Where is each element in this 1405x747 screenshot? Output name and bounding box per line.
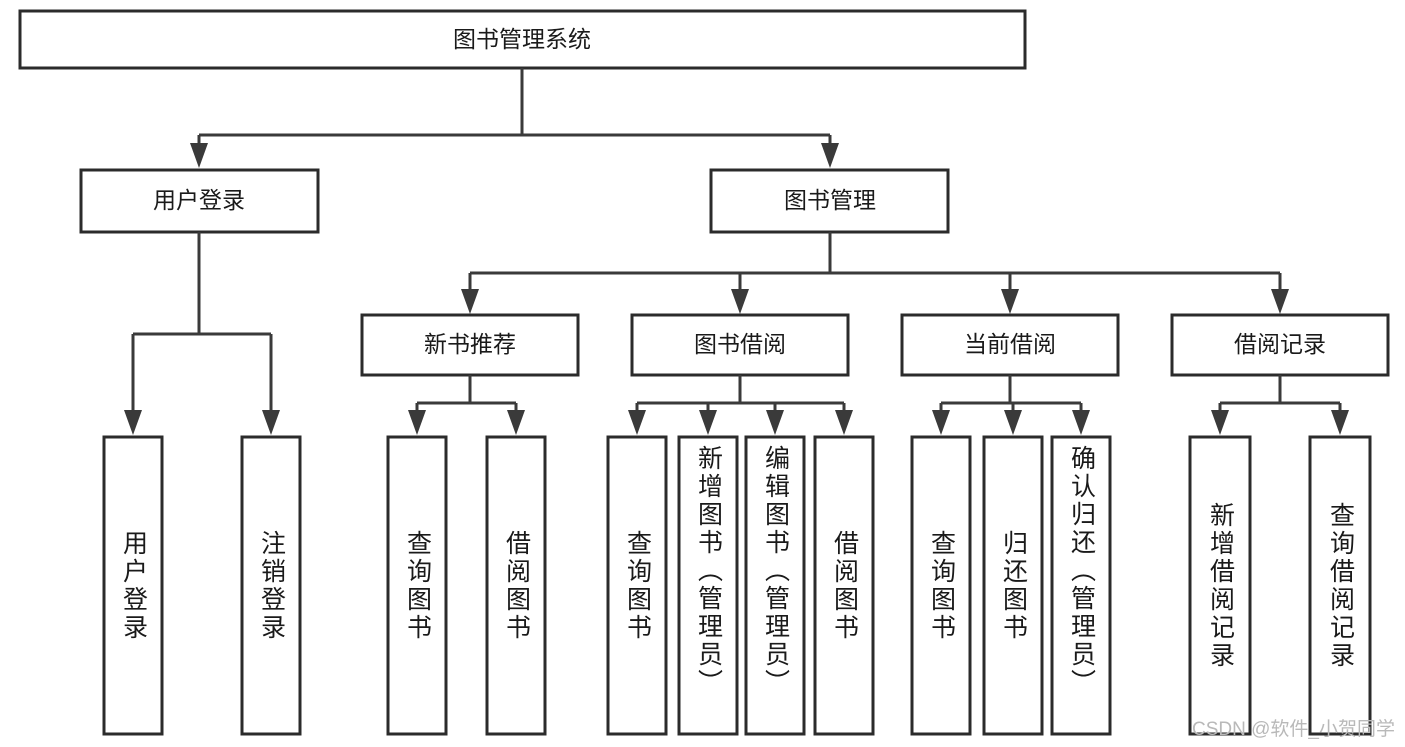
node-new-book-rec[interactable]: 新书推荐 <box>360 313 580 377</box>
arrow-head-leaf-add-book <box>699 410 717 435</box>
node-user-login[interactable]: 用户登录 <box>79 168 320 234</box>
arrow-head-new-book-rec <box>461 289 479 314</box>
node-root[interactable]: 图书管理系统 <box>18 9 1027 70</box>
arrow-head-leaf-query-book-2 <box>628 410 646 435</box>
arrow-head-leaf-query-book-1 <box>408 410 426 435</box>
leaf-box-query-book-2[interactable] <box>606 435 668 736</box>
leaf-box-logout[interactable] <box>240 435 302 736</box>
node-user-login-label: 用户登录 <box>153 187 245 213</box>
node-root-box[interactable] <box>18 9 1027 70</box>
node-borrow-record-box[interactable] <box>1170 313 1390 377</box>
arrow-head-leaf-query-record <box>1331 410 1349 435</box>
node-book-manage-box[interactable] <box>709 168 950 234</box>
arrow-head-book-borrow <box>731 289 749 314</box>
leaf-box-borrow-book-2[interactable] <box>813 435 875 736</box>
leaf-box-confirm-return[interactable] <box>1050 435 1112 736</box>
node-new-book-rec-label: 新书推荐 <box>424 331 516 357</box>
arrow-head-book-manage <box>821 143 839 168</box>
node-current-borrow-box[interactable] <box>900 313 1120 377</box>
node-book-borrow-box[interactable] <box>630 313 850 377</box>
arrow-head-leaf-confirm-return <box>1072 410 1090 435</box>
arrow-head-leaf-borrow-book-1 <box>507 410 525 435</box>
leaf-box-add-record[interactable] <box>1188 435 1252 736</box>
arrow-head-borrow-record <box>1271 289 1289 314</box>
arrow-head-leaf-add-record <box>1211 410 1229 435</box>
node-borrow-record[interactable]: 借阅记录 <box>1170 313 1390 377</box>
node-borrow-record-label: 借阅记录 <box>1234 331 1326 357</box>
node-book-manage-label: 图书管理 <box>784 187 876 213</box>
arrow-head-user-login <box>190 143 208 168</box>
watermark-credit: CSDN @软件_小贺同学 <box>1192 719 1395 740</box>
leaf-box-borrow-book-1[interactable] <box>485 435 547 736</box>
arrow-head-leaf-return-book <box>1004 410 1022 435</box>
arrow-head-leaf-edit-book <box>766 410 784 435</box>
arrow-head-leaf-user-login <box>124 410 142 435</box>
arrow-head-leaf-borrow-book-2 <box>835 410 853 435</box>
leaf-box-edit-book[interactable] <box>744 435 806 736</box>
leaf-box-query-record[interactable] <box>1308 435 1372 736</box>
node-current-borrow[interactable]: 当前借阅 <box>900 313 1120 377</box>
leaf-box-return-book[interactable] <box>982 435 1044 736</box>
node-root-label: 图书管理系统 <box>453 26 591 52</box>
node-new-book-rec-box[interactable] <box>360 313 580 377</box>
arrow-head-current-borrow <box>1001 289 1019 314</box>
leaf-box-query-book-1[interactable] <box>386 435 448 736</box>
node-book-borrow-label: 图书借阅 <box>694 331 786 357</box>
arrow-head-leaf-query-book-3 <box>932 410 950 435</box>
node-book-borrow[interactable]: 图书借阅 <box>630 313 850 377</box>
leaf-box-user-login[interactable] <box>102 435 164 736</box>
node-book-manage[interactable]: 图书管理 <box>709 168 950 234</box>
node-current-borrow-label: 当前借阅 <box>964 331 1056 357</box>
arrow-head-leaf-logout <box>262 410 280 435</box>
leaf-box-query-book-3[interactable] <box>910 435 972 736</box>
leaf-box-add-book[interactable] <box>677 435 739 736</box>
